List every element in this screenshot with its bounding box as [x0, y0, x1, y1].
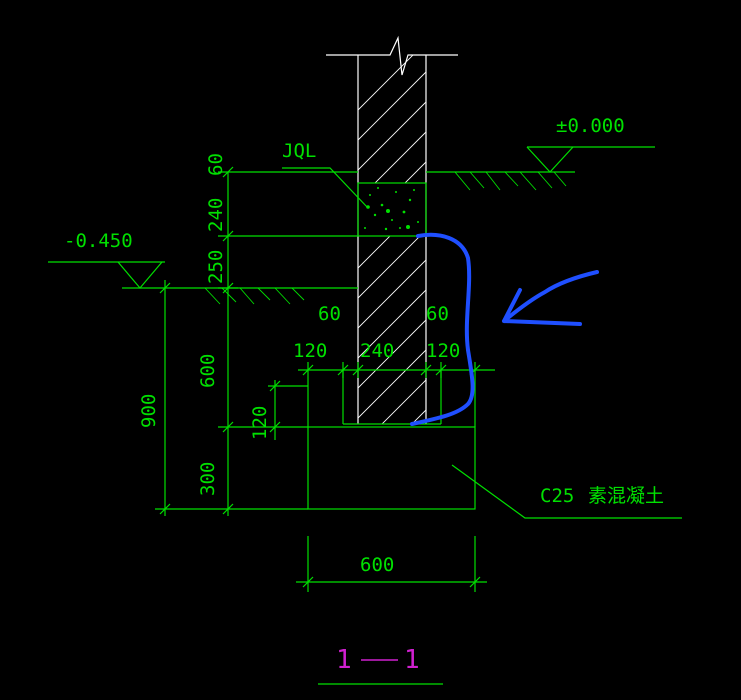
horizontal-dimensions: 120 240 120 60 60 600	[293, 303, 495, 592]
elevation-outside: -0.450	[64, 230, 133, 252]
ground-lines: ±0.000 -0.450	[48, 115, 655, 305]
dim-h-120-left: 120	[293, 340, 327, 362]
markup-annotation	[410, 232, 599, 426]
dim-h-120-right: 120	[426, 340, 460, 362]
dim-h-60-right: 60	[426, 303, 449, 325]
dim-v-240: 240	[205, 198, 227, 232]
wall-hatch-lower	[358, 236, 426, 424]
footing-step	[342, 370, 442, 425]
markup-arrow-icon	[502, 270, 599, 326]
dim-h-60-left: 60	[318, 303, 341, 325]
elevation-top: ±0.000	[556, 115, 625, 137]
concrete-base: C25 素混凝土	[307, 426, 682, 519]
ground-beam: JQL	[282, 140, 427, 237]
concrete-desc: 素混凝土	[588, 485, 664, 507]
dim-v-300: 300	[197, 462, 219, 496]
dim-h-240: 240	[360, 340, 394, 362]
markup-bracket	[410, 232, 475, 426]
dim-v-120: 120	[249, 406, 271, 440]
wall-hatch-upper	[358, 55, 426, 183]
dim-h-600: 600	[360, 554, 394, 576]
section-title: 1 1	[318, 645, 443, 685]
dim-v-60: 60	[205, 153, 227, 176]
dim-v-600: 600	[197, 354, 219, 388]
wall-body	[326, 35, 458, 424]
dim-v-250: 250	[205, 250, 227, 284]
vertical-dimensions: 60 240 250 600 300 900 120	[138, 153, 358, 516]
beam-label: JQL	[282, 140, 316, 162]
section-title-right: 1	[404, 645, 420, 675]
concrete-grade: C25	[540, 485, 574, 507]
dim-v-900: 900	[138, 394, 160, 428]
section-title-left: 1	[336, 645, 352, 675]
